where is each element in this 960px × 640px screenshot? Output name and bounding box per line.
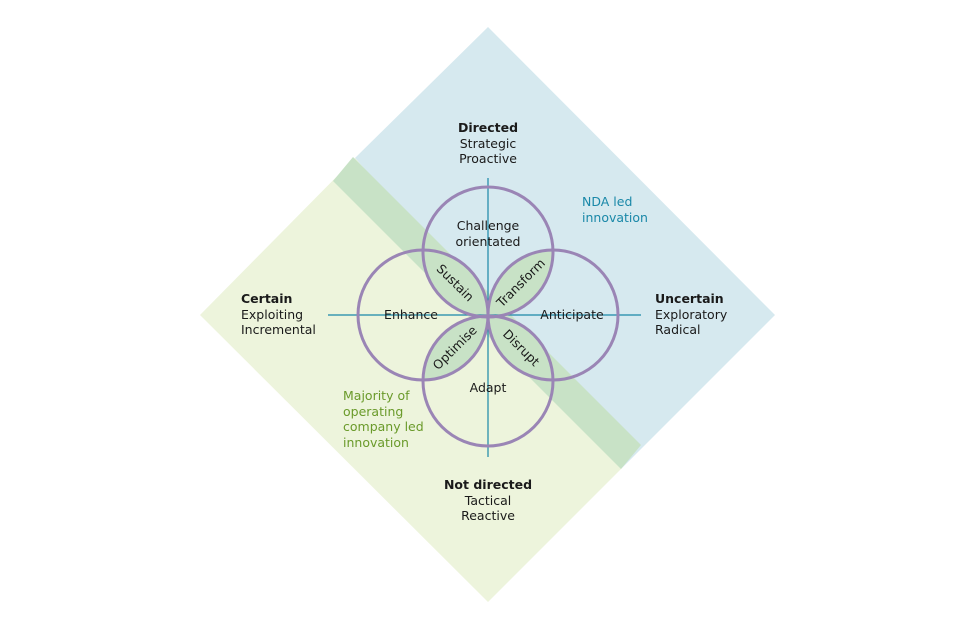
- circle-top-label-line2: orientated: [456, 234, 521, 249]
- top-axis-line1: Strategic: [460, 136, 517, 151]
- nda-region-line1: NDA led: [582, 194, 632, 209]
- right-axis-line1: Exploratory: [655, 307, 728, 322]
- overlap-fills: [423, 250, 553, 380]
- upper-right-region: [355, 27, 775, 468]
- left-axis-title: Certain: [241, 291, 292, 306]
- top-axis-line2: Proactive: [459, 151, 517, 166]
- left-axis-line2: Incremental: [241, 322, 316, 337]
- nda-region-line2: innovation: [582, 210, 648, 225]
- left-axis-line1: Exploiting: [241, 307, 303, 322]
- circle-top-label-line1: Challenge: [457, 218, 520, 233]
- circles: [356, 185, 620, 448]
- bottom-axis-line2: Reactive: [461, 508, 515, 523]
- right-axis-line2: Radical: [655, 322, 700, 337]
- circle-bottom-label: Adapt: [470, 380, 507, 395]
- operating-region-line1: Majority of: [343, 388, 410, 403]
- bottom-axis-line1: Tactical: [464, 493, 511, 508]
- operating-region-line2: operating: [343, 404, 403, 419]
- circle-left-label: Enhance: [384, 307, 438, 322]
- operating-region-line4: innovation: [343, 435, 409, 450]
- operating-region-line3: company led: [343, 419, 424, 434]
- bottom-axis-title: Not directed: [444, 477, 532, 492]
- circle-right-label: Anticipate: [540, 307, 604, 322]
- circle-bottom: [421, 314, 555, 448]
- top-axis-title: Directed: [458, 120, 518, 135]
- right-axis-title: Uncertain: [655, 291, 724, 306]
